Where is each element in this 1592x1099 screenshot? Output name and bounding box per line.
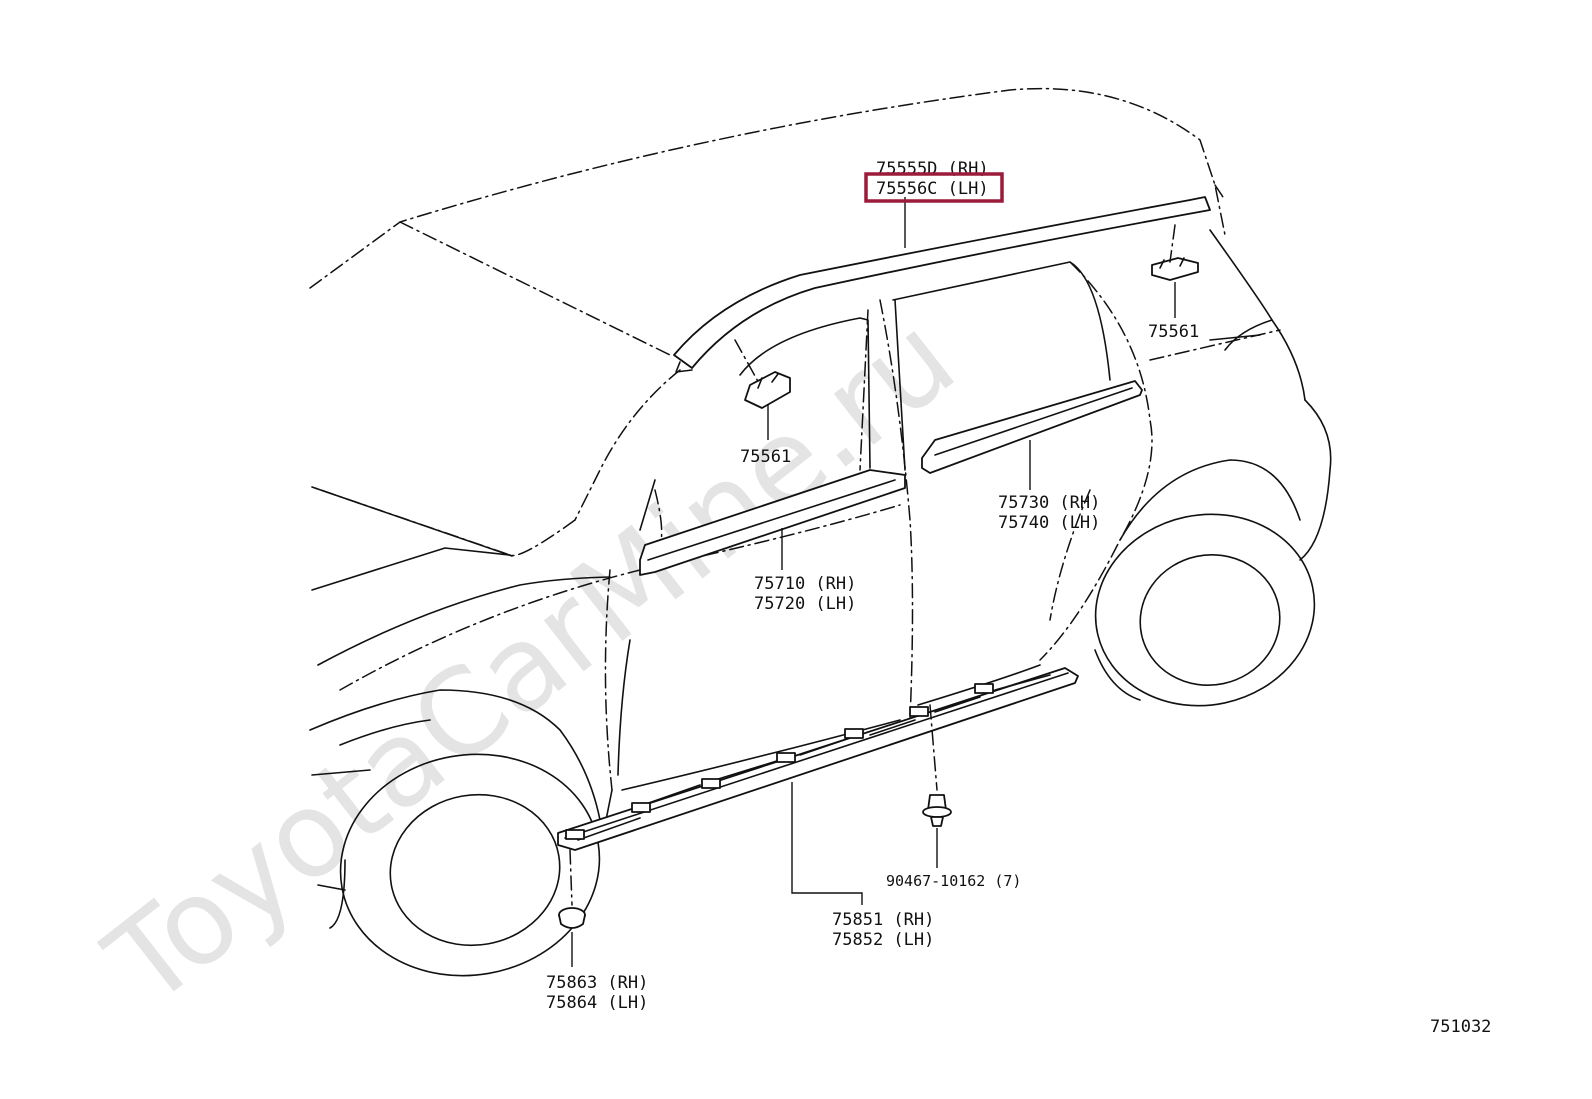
label-front-belt-lh[interactable]: 75720 (LH) <box>754 594 856 614</box>
fastener-clip-part[interactable] <box>922 794 952 827</box>
rocker-moulding-part[interactable] <box>557 667 1079 851</box>
rear-belt-moulding-part[interactable] <box>921 380 1143 474</box>
label-rear-belt-rh[interactable]: 75730 (RH) <box>998 493 1100 513</box>
diagram-id: 751032 <box>1430 1017 1491 1037</box>
highlight-box <box>864 172 1004 203</box>
clip-part-right[interactable] <box>1151 257 1199 281</box>
label-fastener[interactable]: 90467-10162 (7) <box>886 872 1021 890</box>
label-nut-lh[interactable]: 75864 (LH) <box>546 993 648 1013</box>
nut-part[interactable] <box>558 907 586 929</box>
location-lines <box>569 224 1176 906</box>
label-roof-lh[interactable]: 75556C (LH) <box>876 179 989 199</box>
label-front-belt-rh[interactable]: 75710 (RH) <box>754 574 856 594</box>
car-body-outline <box>309 87 1332 977</box>
front-belt-moulding-part[interactable] <box>639 469 906 576</box>
label-clip-left[interactable]: 75561 <box>740 447 791 467</box>
label-roof-rh[interactable]: 75555D (RH) <box>876 159 989 179</box>
label-clip-right[interactable]: 75561 <box>1148 322 1199 342</box>
leader-lines <box>571 197 1176 967</box>
label-rocker-rh[interactable]: 75851 (RH) <box>832 910 934 930</box>
label-nut-rh[interactable]: 75863 (RH) <box>546 973 648 993</box>
label-rocker-lh[interactable]: 75852 (LH) <box>832 930 934 950</box>
label-rear-belt-lh[interactable]: 75740 (LH) <box>998 513 1100 533</box>
part-labels: 75555D (RH) 75556C (LH) 75561 75561 7573… <box>546 159 1491 1037</box>
roof-moulding-part[interactable] <box>673 196 1211 373</box>
clip-part-left[interactable] <box>744 371 791 409</box>
